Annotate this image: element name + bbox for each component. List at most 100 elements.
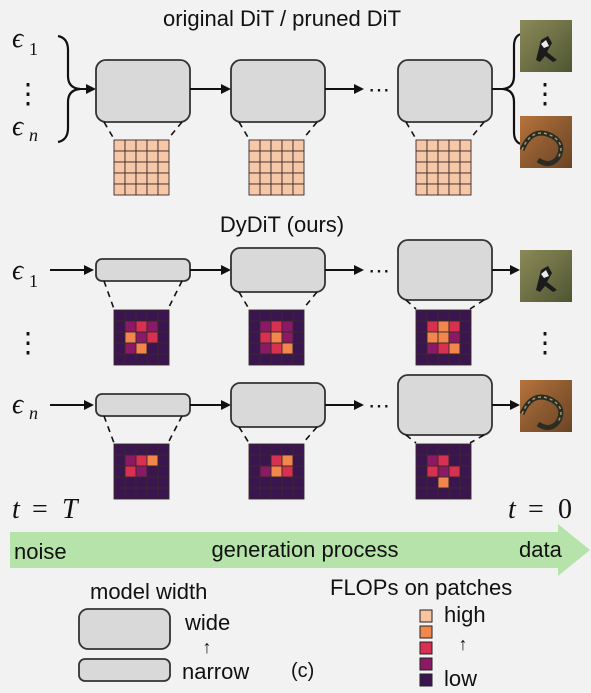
patch-cell	[448, 487, 461, 500]
patch-cell	[248, 183, 261, 196]
patch-cell	[415, 320, 428, 333]
patch-cell	[437, 487, 450, 500]
flops-swatch	[419, 609, 433, 623]
patch-cell	[459, 454, 472, 467]
patch-cell	[292, 342, 305, 355]
patch-cell	[459, 172, 472, 185]
patch-cell	[259, 353, 272, 366]
patch-cell	[248, 161, 261, 174]
patch-cell	[426, 454, 439, 467]
patch-cell	[113, 139, 126, 152]
patch-cell	[157, 454, 170, 467]
dit-block	[397, 59, 493, 123]
epsilon-1-row1-symbol: ϵ	[12, 255, 25, 286]
patch-cell	[259, 320, 272, 333]
patch-cell	[157, 487, 170, 500]
patch-cell	[248, 465, 261, 478]
patch-cell	[281, 487, 294, 500]
patch-cell	[157, 465, 170, 478]
zoom-lines-top	[103, 121, 485, 140]
flops-swatch	[419, 657, 433, 671]
patch-cell	[281, 476, 294, 489]
patch-cell	[270, 454, 283, 467]
patch-cell	[448, 331, 461, 344]
patch-cell	[448, 172, 461, 185]
patch-cell	[292, 487, 305, 500]
patch-cell	[248, 331, 261, 344]
patch-cell	[113, 342, 126, 355]
patch-cell	[270, 476, 283, 489]
epsilon-n-row2-symbol: ϵ	[12, 389, 25, 420]
zoom-lines-row1	[103, 280, 485, 310]
t-end-zero: 0	[558, 494, 572, 525]
patch-cell	[146, 309, 159, 322]
patch-cell	[292, 465, 305, 478]
zoom-lines-row2	[103, 415, 485, 444]
patch-cell	[157, 320, 170, 333]
patch-cell	[415, 172, 428, 185]
patch-cell	[157, 139, 170, 152]
panel-label: (c)	[291, 660, 314, 682]
patch-cell	[146, 476, 159, 489]
patch-cell	[113, 183, 126, 196]
patch-cell	[448, 454, 461, 467]
patch-cell	[124, 487, 137, 500]
patch-cell	[415, 465, 428, 478]
flops-title: FLOPs on patches	[330, 575, 512, 600]
patch-cell	[146, 487, 159, 500]
patch-cell	[135, 320, 148, 333]
patch-cell	[124, 476, 137, 489]
patch-cell	[281, 309, 294, 322]
patch-cell	[270, 183, 283, 196]
patch-cell	[281, 331, 294, 344]
patch-cell	[281, 353, 294, 366]
flops-swatch	[419, 673, 433, 687]
patch-cell	[437, 465, 450, 478]
patch-cell	[146, 353, 159, 366]
patch-cell	[270, 353, 283, 366]
patch-cell	[146, 331, 159, 344]
bird-image-icon	[520, 250, 572, 302]
patch-cell	[146, 183, 159, 196]
patch-cell	[124, 465, 137, 478]
flops-swatch	[419, 641, 433, 655]
patch-cell	[259, 487, 272, 500]
patch-cell	[135, 353, 148, 366]
dynamic-patch-grids-row2	[113, 443, 472, 500]
patch-cell	[270, 487, 283, 500]
flops-swatch	[419, 625, 433, 639]
patch-cell	[415, 161, 428, 174]
patch-cell	[135, 139, 148, 152]
patch-cell	[124, 183, 137, 196]
ellipsis-top: ⋯	[368, 77, 390, 102]
patch-cell	[135, 465, 148, 478]
patch-cell	[459, 161, 472, 174]
patch-cell	[259, 443, 272, 456]
dydit-title: DyDiT (ours)	[220, 212, 344, 237]
patch-cell	[415, 183, 428, 196]
patch-cell	[437, 320, 450, 333]
left-brace-icon	[57, 34, 81, 144]
patch-cell	[437, 443, 450, 456]
patch-cell	[426, 320, 439, 333]
patch-cell	[448, 476, 461, 489]
patch-cell	[146, 454, 159, 467]
patch-cell	[157, 331, 170, 344]
patch-cell	[124, 454, 137, 467]
patch-grid	[415, 309, 472, 366]
t-end-var: t	[508, 494, 517, 525]
patch-cell	[270, 139, 283, 152]
patch-cell	[259, 331, 272, 344]
patch-cell	[157, 150, 170, 163]
patch-cell	[292, 476, 305, 489]
patch-cell	[135, 454, 148, 467]
generation-arrow-band	[10, 524, 590, 576]
patch-cell	[426, 342, 439, 355]
patch-cell	[270, 172, 283, 185]
patch-cell	[259, 309, 272, 322]
patch-cell	[292, 309, 305, 322]
patch-cell	[124, 353, 137, 366]
t-start-T: T	[62, 494, 80, 525]
patch-cell	[292, 150, 305, 163]
patch-cell	[124, 150, 137, 163]
